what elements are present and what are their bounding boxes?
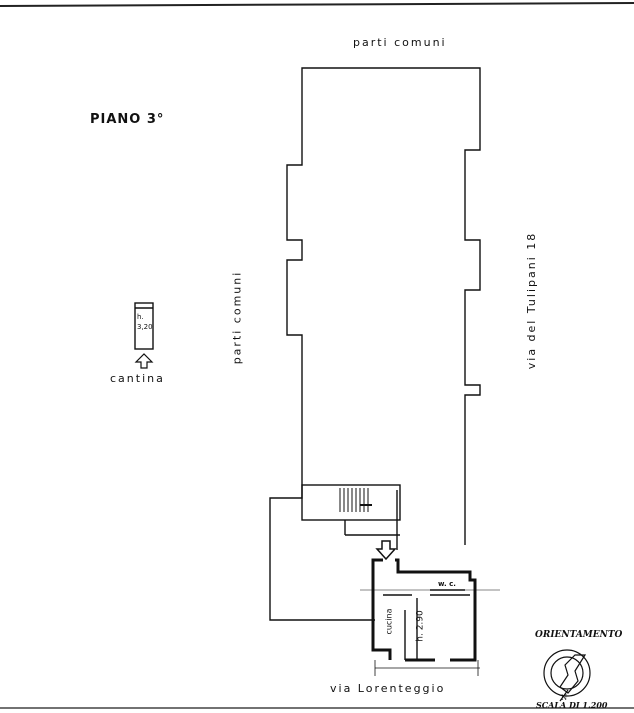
yard-outline: [269, 490, 375, 621]
cellar-height: h. 3,20: [137, 313, 153, 331]
label-left-common-parts: parti comuni: [230, 270, 244, 365]
label-street-tulipani: via del Tulipani 18: [525, 231, 539, 370]
orientation-title: ORIENTAMENTO: [535, 630, 623, 640]
apartment-unit: [360, 558, 500, 676]
label-top-common-parts: parti comuni: [353, 36, 447, 49]
floor-label: PIANO 3°: [90, 112, 165, 127]
cellar-outline: [134, 302, 154, 350]
top-border-line: [0, 2, 634, 7]
label-street-lorenteggio: via Lorenteggio: [330, 682, 446, 695]
cellar-entrance-arrow-icon: [134, 353, 154, 369]
scale-label: SCALA DI 1.200: [536, 700, 608, 710]
label-wc: w. c.: [438, 580, 456, 588]
label-kitchen: cucina: [384, 608, 394, 635]
room-height: h. 2.90: [415, 610, 426, 642]
stair-block: [301, 484, 401, 521]
entrance-arrow-icon: [375, 540, 397, 561]
north-marker: N: [561, 694, 568, 702]
stairs: [339, 488, 372, 512]
compass-icon: [543, 649, 591, 702]
label-cellar: cantina: [110, 372, 165, 385]
common-area-outline: [286, 67, 481, 545]
